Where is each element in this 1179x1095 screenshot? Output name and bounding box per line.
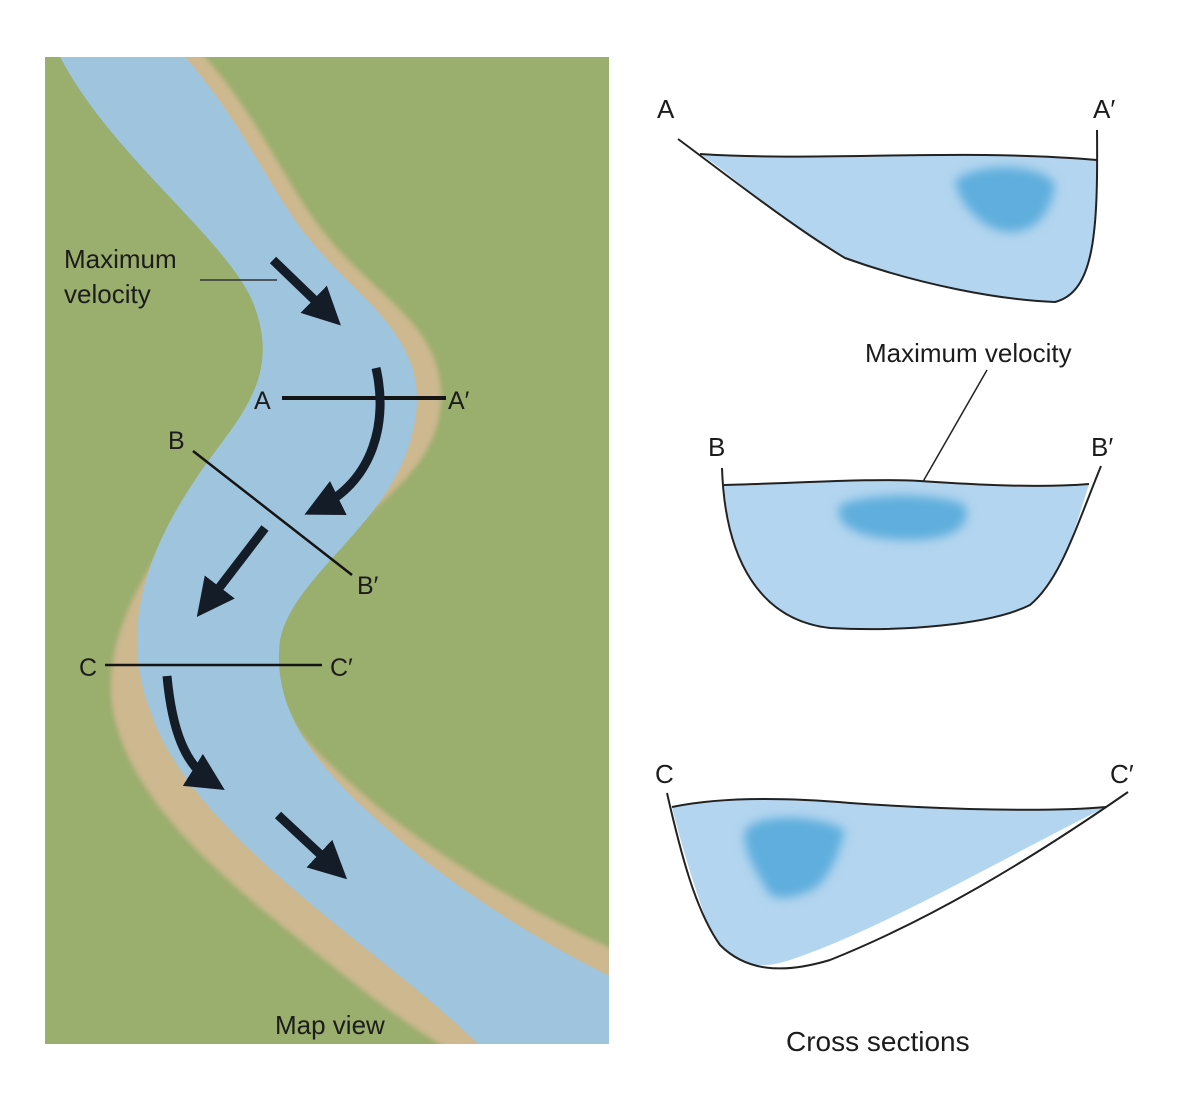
flow-arrows xyxy=(162,256,385,880)
cross-section-max-velocity-label: Maximum velocity xyxy=(865,338,1072,368)
cross-section-a-surface xyxy=(699,153,1098,161)
section-line-b xyxy=(192,450,353,576)
map-max-velocity-label-line1: Maximum xyxy=(64,244,177,274)
flow-arrow-1 xyxy=(269,256,341,326)
cross-section-b-water xyxy=(724,480,1089,630)
cross-section-a-label-right: A′ xyxy=(1093,94,1115,124)
cross-section-a-label-left: A xyxy=(657,94,675,124)
cross-section-b-max-velocity-zone xyxy=(838,495,967,540)
cross-section-b-bed xyxy=(721,465,1102,631)
river-channel xyxy=(60,57,609,1044)
cross-section-a-bed xyxy=(677,129,1099,304)
cross-section-c: C C′ xyxy=(655,759,1134,970)
map-label-b-prime: B′ xyxy=(357,572,379,600)
map-view-caption: Map view xyxy=(275,1010,385,1040)
flow-arrow-2 xyxy=(304,366,385,515)
map-label-a-prime: A′ xyxy=(448,387,470,415)
map-label-c-prime: C′ xyxy=(330,654,353,682)
map-view-panel xyxy=(45,57,609,1044)
cross-sections-caption: Cross sections xyxy=(786,1026,970,1057)
cross-section-c-surface xyxy=(671,797,1107,811)
cross-section-b-surface xyxy=(723,479,1090,487)
map-max-velocity-label-line2: velocity xyxy=(64,279,151,309)
cross-section-c-max-velocity-zone xyxy=(744,817,845,898)
cross-section-b-label-right: B′ xyxy=(1091,432,1113,462)
cross-section-b-label-left: B xyxy=(708,432,725,462)
cross-section-a: A A′ xyxy=(657,94,1115,304)
flow-arrow-3 xyxy=(196,525,269,618)
cross-section-c-label-right: C′ xyxy=(1110,759,1134,789)
map-label-c: C xyxy=(79,654,97,682)
map-label-a: A xyxy=(254,387,271,415)
cross-section-c-water xyxy=(672,798,1106,966)
cross-section-c-bed xyxy=(666,791,1129,970)
cross-section-a-max-velocity-zone xyxy=(955,167,1055,232)
map-label-b: B xyxy=(168,427,185,455)
flow-arrow-4 xyxy=(162,675,225,791)
cross-section-c-label-left: C xyxy=(655,759,674,789)
cross-section-b: B B′ xyxy=(708,432,1113,631)
flow-arrow-5 xyxy=(274,811,348,880)
